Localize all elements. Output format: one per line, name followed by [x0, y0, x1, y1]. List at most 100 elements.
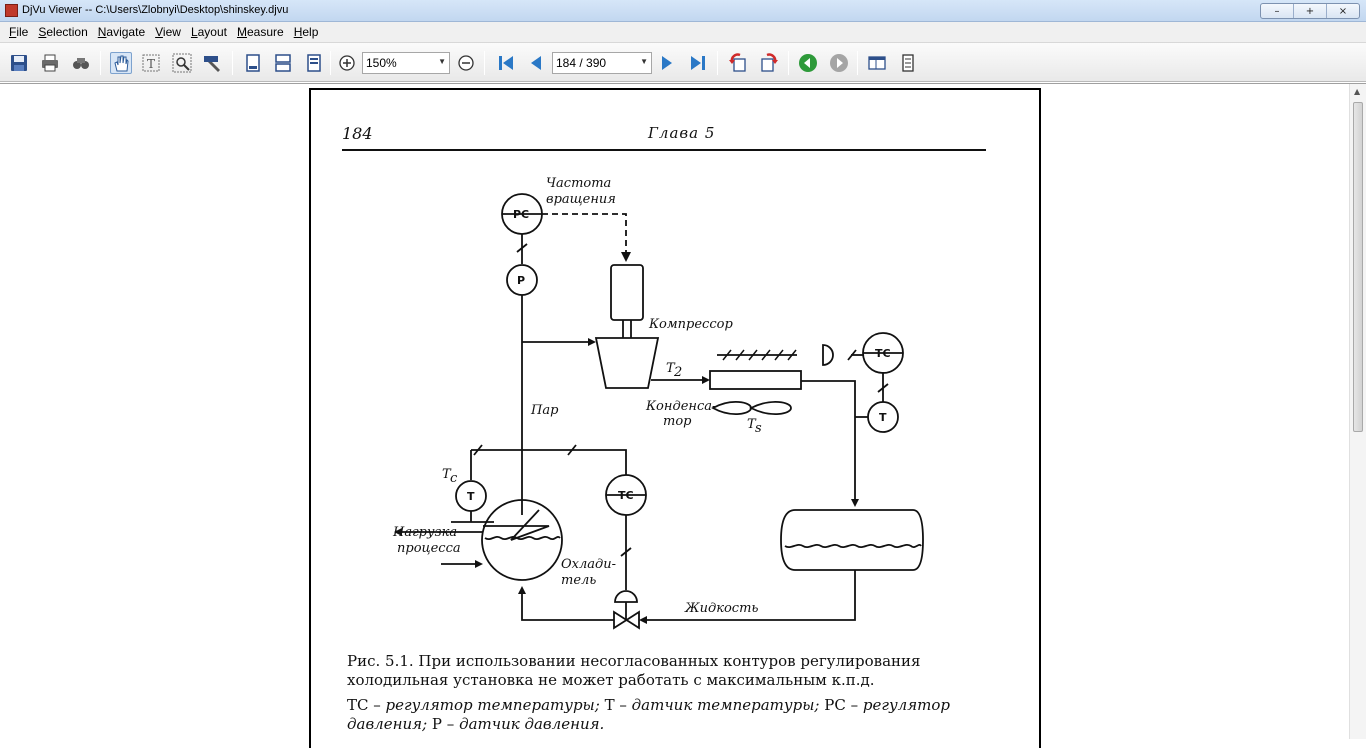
- rotate-left-icon: [729, 53, 746, 72]
- print-button[interactable]: [39, 52, 61, 74]
- menu-file[interactable]: File: [4, 25, 33, 39]
- facing-pages-icon: [307, 54, 321, 72]
- save-button[interactable]: [8, 52, 30, 74]
- find-icon: [73, 58, 89, 69]
- next-page-icon: [662, 56, 672, 70]
- single-page-button[interactable]: [242, 52, 264, 74]
- continuous-icon: [275, 54, 291, 72]
- scroll-up-icon[interactable]: ▲: [1354, 87, 1361, 96]
- menu-file-accel: F: [9, 25, 17, 39]
- chevron-down-icon: ▼: [438, 57, 446, 66]
- menu-view-label: iew: [162, 25, 181, 39]
- menu-view[interactable]: View: [150, 25, 186, 39]
- menu-navigate[interactable]: Navigate: [93, 25, 150, 39]
- legend-tc-abbr: TC –: [347, 696, 381, 714]
- window-title: DjVu Viewer -- C:\Users\Zlobnyi\Desktop\…: [22, 4, 289, 16]
- zoom-in-button[interactable]: [336, 52, 358, 74]
- vertical-scrollbar[interactable]: ▲: [1349, 84, 1366, 739]
- window-controls: – + ×: [1260, 3, 1360, 19]
- rotate-right-button[interactable]: [758, 52, 780, 74]
- close-button[interactable]: ×: [1326, 4, 1359, 18]
- menu-selection[interactable]: Selection: [33, 25, 92, 39]
- menu-measure[interactable]: Measure: [232, 25, 289, 39]
- steam-label: Пар: [530, 403, 559, 418]
- legend-t-text: датчик температуры;: [631, 696, 820, 714]
- chevron-down-icon: ▼: [640, 57, 648, 66]
- ts-sub: s: [755, 421, 762, 436]
- legend-pc-abbr: PC –: [824, 696, 859, 714]
- fullscreen-button[interactable]: [897, 52, 919, 74]
- rotate-right-icon: [761, 53, 778, 72]
- continuous-button[interactable]: [272, 52, 294, 74]
- rotate-left-button[interactable]: [727, 52, 749, 74]
- print-icon: [42, 54, 58, 72]
- last-page-button[interactable]: [687, 52, 709, 74]
- hand-tool-button[interactable]: [110, 52, 132, 74]
- zoom-combo[interactable]: 150% ▼: [362, 52, 450, 74]
- zoom-value: 150%: [366, 56, 397, 70]
- toolbar-separator: [717, 51, 718, 75]
- toolbar-separator: [232, 51, 233, 75]
- t-left-label: T: [467, 490, 475, 503]
- menu-help[interactable]: Help: [289, 25, 324, 39]
- text-select-button[interactable]: T: [140, 52, 162, 74]
- freq-label-2: вращения: [546, 192, 616, 207]
- last-page-icon: [691, 56, 705, 70]
- forward-button[interactable]: [828, 52, 850, 74]
- menu-navigate-accel: N: [97, 25, 107, 39]
- single-page-icon: [246, 54, 260, 72]
- zoom-out-icon: [458, 55, 474, 71]
- facing-pages-button[interactable]: [303, 52, 325, 74]
- minimize-button[interactable]: –: [1274, 5, 1280, 17]
- menu-navigate-label: avigate: [106, 25, 146, 39]
- menu-measure-accel: M: [236, 25, 247, 39]
- condenser: [709, 370, 802, 390]
- toolbar-separator: [484, 51, 485, 75]
- sidebar-button[interactable]: [866, 52, 888, 74]
- toolbar-separator: [330, 51, 331, 75]
- region-select-button[interactable]: [201, 52, 223, 74]
- scrollbar-thumb[interactable]: [1353, 102, 1363, 432]
- refrigeration-diagram: PC P Частота вращения Компрессор T 2 TC …: [392, 176, 924, 630]
- t-right-label: T: [879, 411, 887, 424]
- menu-layout[interactable]: Layout: [186, 25, 232, 39]
- ts-label: T: [747, 417, 757, 432]
- tc-mid-label: TC: [618, 489, 634, 502]
- page-value: 184 / 390: [556, 56, 607, 70]
- document-viewport[interactable]: 184 Глава 5: [0, 83, 1366, 748]
- p-label: P: [517, 274, 525, 287]
- maximize-button[interactable]: +: [1293, 4, 1326, 18]
- legend-pc-text: регулятор давления;: [347, 696, 950, 733]
- tc-left-label: T: [442, 467, 452, 482]
- pc-label: PC: [513, 208, 529, 221]
- back-icon: [799, 54, 817, 72]
- condenser-label-1: Конденса-: [645, 399, 716, 414]
- page-combo[interactable]: 184 / 390 ▼: [552, 52, 652, 74]
- hand-tool-icon: [114, 55, 129, 72]
- zoom-out-button[interactable]: [455, 52, 477, 74]
- prev-page-button[interactable]: [525, 52, 547, 74]
- compressor-motor: [610, 264, 644, 321]
- next-page-button[interactable]: [656, 52, 678, 74]
- condenser-label-2: тор: [663, 414, 692, 429]
- header-rule: [342, 149, 986, 151]
- freq-label-1: Частота: [546, 176, 611, 191]
- menu-help-accel: H: [293, 25, 303, 39]
- legend-p-abbr: P –: [431, 715, 455, 733]
- zoom-select-icon: [172, 53, 192, 73]
- page-number: 184: [342, 124, 373, 143]
- zoom-select-button[interactable]: [171, 52, 193, 74]
- menu-selection-accel: S: [38, 25, 47, 39]
- first-page-button[interactable]: [495, 52, 517, 74]
- prev-page-icon: [531, 56, 541, 70]
- menu-help-label: elp: [302, 25, 319, 39]
- forward-icon: [830, 54, 848, 72]
- find-button[interactable]: [70, 52, 92, 74]
- tc-left-sub: c: [450, 471, 458, 486]
- t2-label: T: [666, 361, 676, 376]
- compressor-label: Компрессор: [648, 317, 733, 332]
- back-button[interactable]: [797, 52, 819, 74]
- legend-tc-text: регулятор температуры;: [385, 696, 600, 714]
- liquid-label: Жидкость: [684, 601, 759, 616]
- load-label-1: Нагрузка: [392, 525, 457, 540]
